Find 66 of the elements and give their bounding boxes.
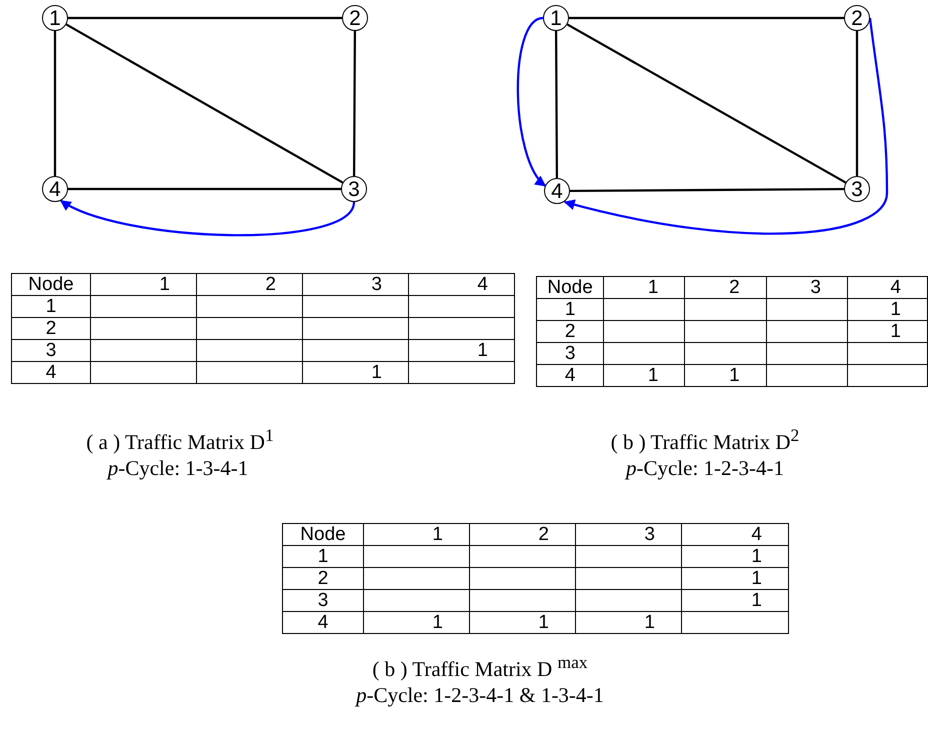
row-header-cell: 4 [536, 364, 604, 386]
link-line [68, 16, 342, 20]
table-cell: 1 [682, 568, 788, 590]
link-line [68, 188, 341, 190]
table-cell: 1 [470, 612, 576, 634]
header-cell: Node [12, 274, 90, 296]
link-line [856, 31, 858, 176]
row-header-cell: 4 [282, 612, 364, 634]
header-cell: 3 [766, 276, 848, 298]
caption-text: p-Cycle: 1-2-3-4-1 [626, 456, 784, 481]
caption-text: ( a ) Traffic Matrix D$^{1}$ [86, 425, 274, 455]
table-cell: 1 [576, 612, 682, 634]
caption-text: p-Cycle: 1-3-4-1 [108, 456, 248, 481]
header-cell: 3 [302, 274, 408, 296]
node-circle: 1 [543, 5, 569, 31]
row-header-cell: 2 [536, 320, 604, 342]
header-cell: 1 [604, 276, 685, 298]
header-cell: Node [536, 276, 604, 298]
row-header-cell: 1 [12, 296, 90, 318]
node-circle: 2 [844, 5, 870, 31]
table-cell: 1 [364, 612, 470, 634]
table-cell: 1 [604, 364, 685, 386]
row-header-cell: 3 [536, 342, 604, 364]
table-cell: 1 [684, 364, 766, 386]
node-circle: 4 [42, 176, 68, 202]
arrow [60, 200, 356, 236]
table-cell: 1 [408, 340, 514, 362]
header-cell: 2 [470, 524, 576, 546]
header-cell: 1 [90, 274, 196, 296]
link-line [569, 16, 844, 20]
node-circle: 3 [341, 176, 367, 202]
arrow [516, 16, 546, 187]
link-line [554, 31, 558, 178]
row-header-cell: 4 [12, 362, 90, 384]
table-cell: 1 [847, 320, 928, 342]
link-line [54, 31, 56, 176]
header-cell: 1 [364, 524, 470, 546]
caption-text: ( b ) Traffic Matrix D$^{2}$ [610, 425, 800, 455]
table-cell: 1 [682, 590, 788, 612]
header-cell: 2 [684, 276, 766, 298]
node-circle: 1 [42, 5, 68, 31]
row-header-cell: 3 [12, 340, 90, 362]
arrow [564, 18, 888, 235]
row-header-cell: 2 [282, 568, 364, 590]
row-header-cell: 1 [536, 298, 604, 320]
header-cell: 3 [576, 524, 682, 546]
table-cell: 1 [302, 362, 408, 384]
caption-text: ( b ) Traffic Matrix D $^{max}$ [372, 652, 588, 682]
link-line [352, 31, 356, 176]
link-line [566, 23, 846, 184]
row-header-cell: 1 [282, 546, 364, 568]
row-header-cell: 2 [12, 318, 90, 340]
node-circle: 3 [844, 176, 870, 202]
link-line [66, 24, 344, 184]
header-cell: 4 [682, 524, 788, 546]
node-circle: 4 [544, 178, 570, 204]
header-cell: Node [282, 524, 364, 546]
table-cell: 1 [847, 298, 928, 320]
table-cell: 1 [682, 546, 788, 568]
row-header-cell: 3 [282, 590, 364, 612]
node-circle: 2 [342, 5, 368, 31]
header-cell: 4 [847, 276, 928, 298]
header-cell: 2 [196, 274, 302, 296]
caption-text: p-Cycle: 1-2-3-4-1 & 1-3-4-1 [356, 683, 604, 708]
header-cell: 4 [408, 274, 514, 296]
link-line [570, 188, 844, 192]
